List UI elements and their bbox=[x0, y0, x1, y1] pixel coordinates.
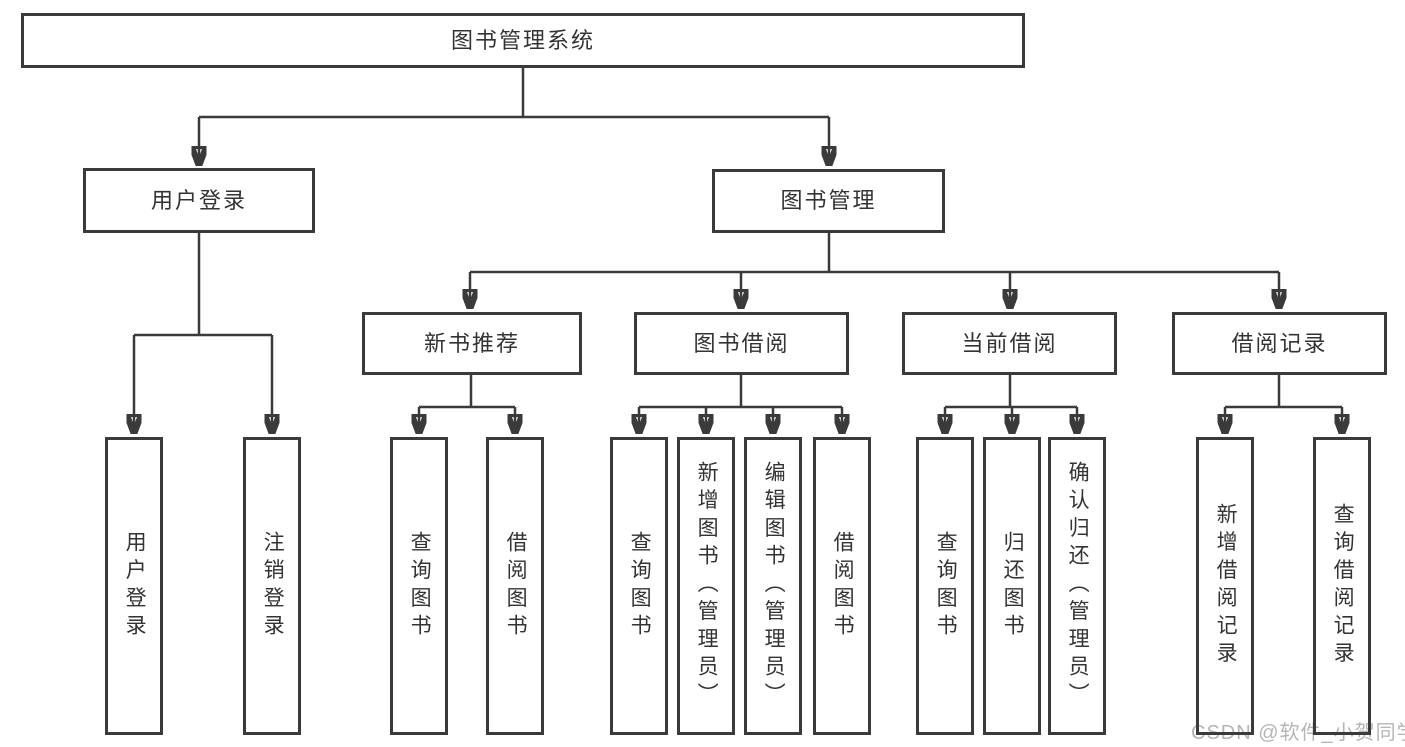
connector-new-book-rec-children bbox=[419, 375, 515, 434]
connector-borrow-records-children bbox=[1225, 375, 1342, 434]
node-cb-query-books: 查询图书 bbox=[916, 437, 974, 735]
node-root: 图书管理系统 bbox=[21, 13, 1025, 68]
node-borrow-records: 借阅记录 bbox=[1172, 312, 1387, 375]
connector-book-borrow-children bbox=[639, 375, 842, 434]
node-cb-return-books: 归还图书 bbox=[983, 437, 1041, 735]
node-book-mgmt: 图书管理 bbox=[712, 169, 945, 233]
csdn-watermark: CSDN @软件_小贺同学 bbox=[1191, 722, 1405, 744]
connector-book-mgmt-children bbox=[470, 233, 1279, 309]
node-current-borrow: 当前借阅 bbox=[902, 312, 1117, 375]
node-new-book-rec: 新书推荐 bbox=[362, 312, 582, 375]
connector-root-to-level2 bbox=[199, 68, 829, 166]
node-bb-add-books: 新增图书（管理员） bbox=[677, 437, 735, 735]
node-bb-query-books: 查询图书 bbox=[610, 437, 668, 735]
node-user-login-leaf: 用户登录 bbox=[105, 437, 163, 735]
node-logout-leaf: 注销登录 bbox=[243, 437, 301, 735]
node-br-add-record: 新增借阅记录 bbox=[1196, 437, 1254, 735]
node-user-login: 用户登录 bbox=[83, 168, 315, 233]
node-book-borrow: 图书借阅 bbox=[634, 312, 849, 375]
node-cb-confirm-return: 确认归还（管理员） bbox=[1048, 437, 1106, 735]
connector-user-login-children bbox=[134, 233, 272, 434]
connector-current-borrow-children bbox=[945, 375, 1077, 434]
node-nb-query-books: 查询图书 bbox=[390, 437, 448, 735]
node-br-query-record: 查询借阅记录 bbox=[1313, 437, 1371, 735]
node-bb-edit-books: 编辑图书（管理员） bbox=[744, 437, 802, 735]
node-bb-borrow-books: 借阅图书 bbox=[813, 437, 871, 735]
node-nb-borrow-books: 借阅图书 bbox=[486, 437, 544, 735]
